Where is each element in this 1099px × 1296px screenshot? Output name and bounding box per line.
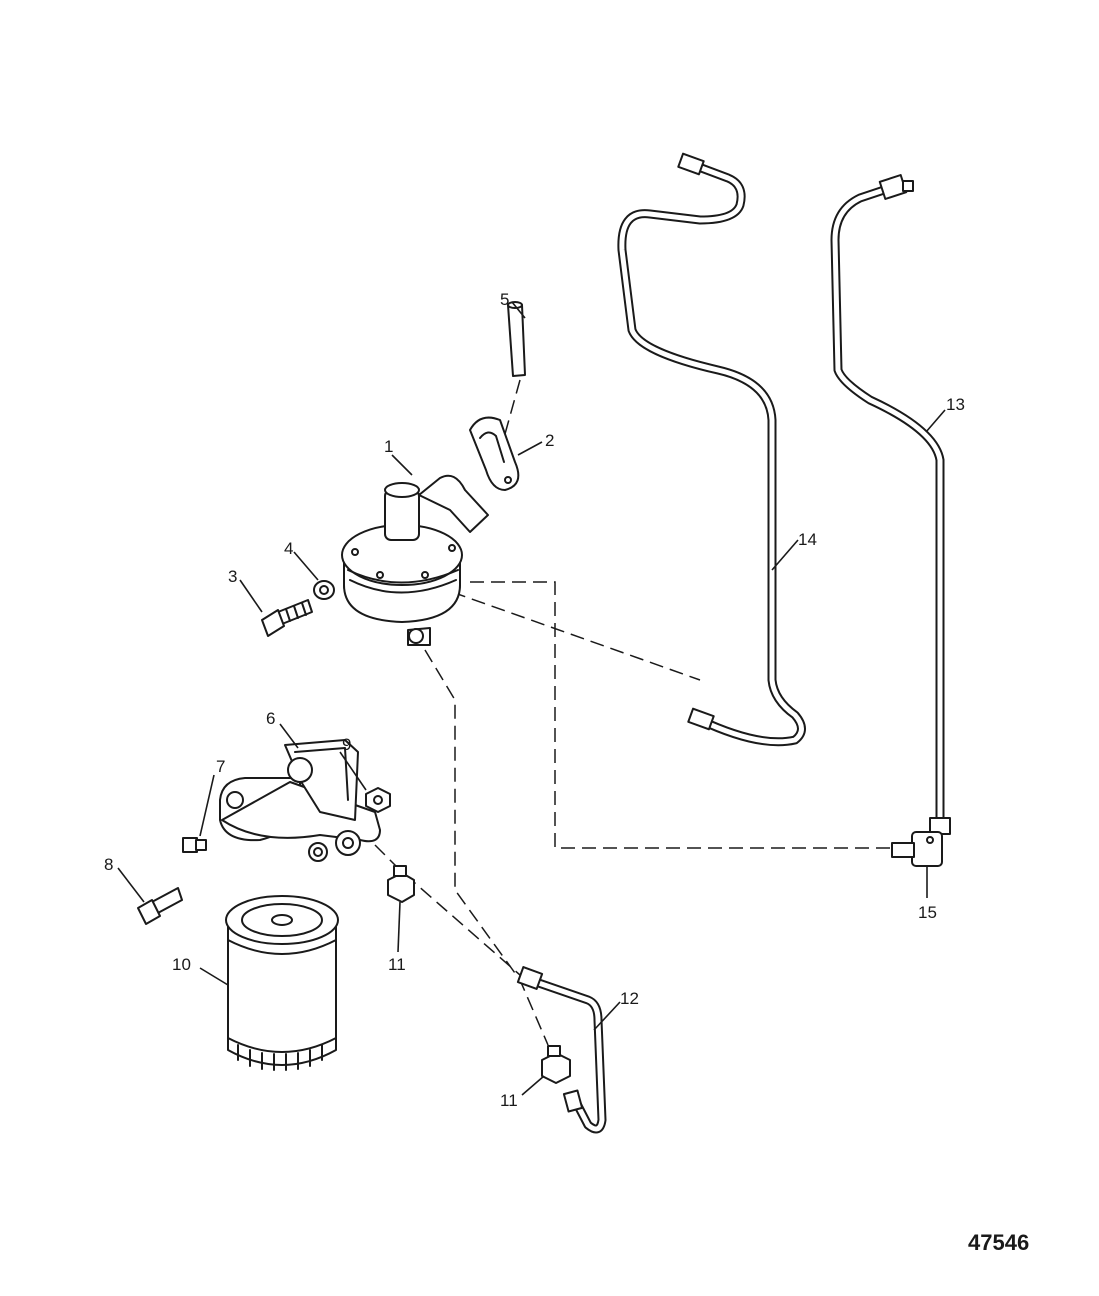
part-10-filter-element — [225, 895, 339, 1071]
callout-13: 13 — [946, 395, 965, 414]
part-15-fitting — [891, 831, 943, 867]
assembly-lines — [374, 379, 892, 1046]
callout-14: 14 — [798, 530, 817, 549]
callout-1: 1 — [384, 437, 393, 456]
callout-7: 7 — [216, 757, 225, 776]
callout-4: 4 — [284, 539, 293, 558]
callout-9: 9 — [342, 735, 351, 754]
callout-5: 5 — [500, 290, 509, 309]
callout-15: 15 — [918, 903, 937, 922]
part-9-nut — [365, 787, 391, 813]
callout-8: 8 — [104, 855, 113, 874]
part-1-fuel-pump — [341, 474, 489, 646]
callout-3: 3 — [228, 567, 237, 586]
part-7-fitting — [182, 837, 207, 853]
part-12-fuel-line — [516, 966, 607, 1134]
callout-12: 12 — [620, 989, 639, 1008]
figure-number: 47546 — [968, 1230, 1029, 1255]
callout-2: 2 — [545, 431, 554, 450]
part-11-fitting-lower — [541, 1045, 571, 1084]
part-14-fuel-line — [617, 152, 806, 747]
callout-6: 6 — [266, 709, 275, 728]
part-11-fitting-upper — [387, 865, 415, 903]
callout-11-upper: 11 — [388, 955, 406, 974]
part-2-gasket — [469, 416, 520, 491]
callout-10: 10 — [172, 955, 191, 974]
callouts: 1 2 3 4 5 6 7 8 9 10 11 11 12 13 14 15 — [104, 290, 965, 1110]
part-8-bolt — [137, 887, 183, 925]
callout-11-lower: 11 — [500, 1091, 518, 1110]
part-6-filter-head — [219, 739, 381, 862]
part-4-washer — [313, 580, 335, 600]
part-13-fuel-line — [830, 174, 951, 835]
leader-lines — [117, 301, 946, 1096]
part-5-pushrod — [507, 301, 526, 377]
part-3-bolt — [261, 599, 313, 637]
